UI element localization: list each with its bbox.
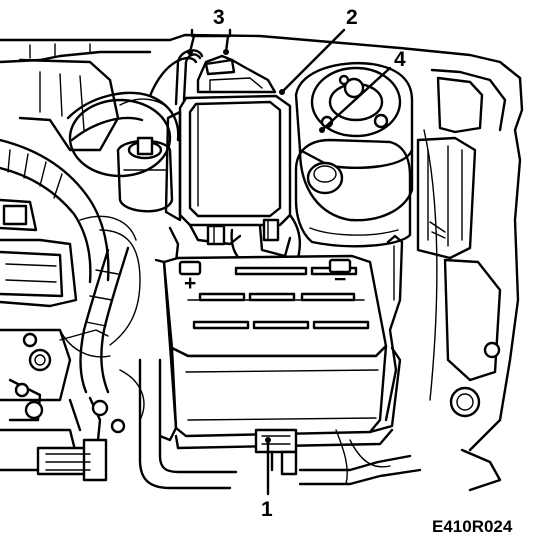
callout-2-number: 2 [346,6,358,29]
engine-left-components [0,56,198,482]
lower-cross-member [138,358,422,490]
callout-4-number: 4 [394,48,406,71]
battery: + − [154,254,402,476]
fuse-box [164,49,302,268]
callout-2-leader [280,28,346,94]
callout-4-leader [320,66,392,132]
callout-3-number: 3 [213,6,225,29]
coolant-expansion-tank [294,138,412,422]
battery-negative-mark: − [334,268,346,291]
callout-1-number: 1 [261,498,273,521]
right-fender-structure [416,60,524,492]
callout-3-bracket [190,28,232,38]
figure-reference-code: E410R024 [432,517,513,536]
battery-positive-mark: + [184,272,196,295]
callout-leaders [187,28,392,496]
